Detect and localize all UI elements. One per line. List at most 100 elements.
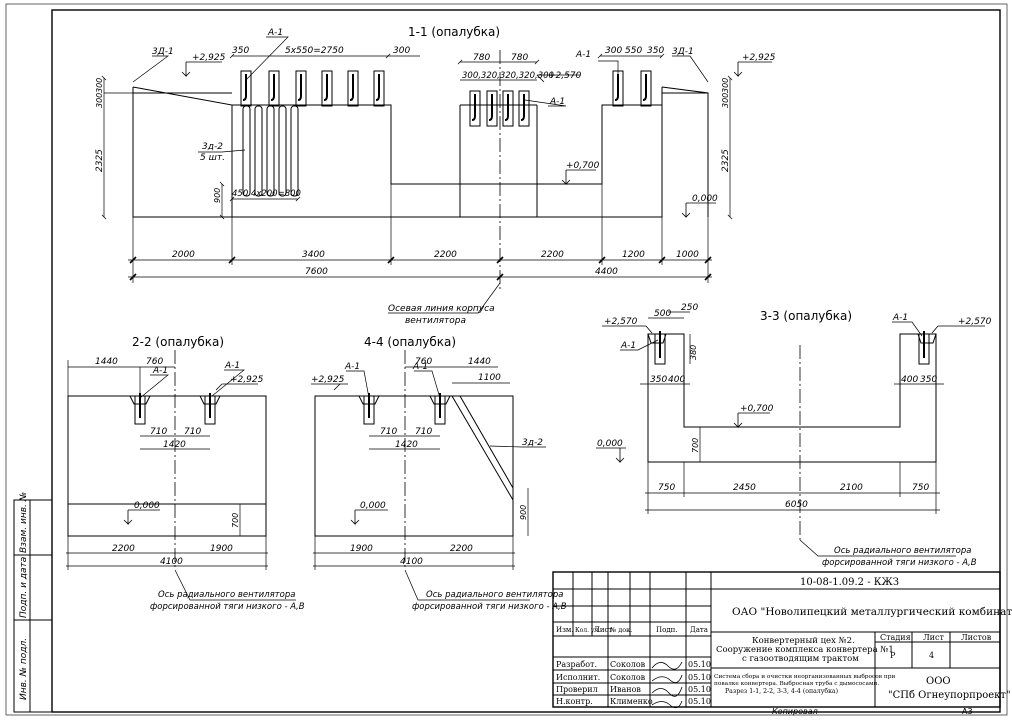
project-line2: Сооружение комплекса конвертера №1 [716, 645, 894, 655]
stage-header: Стадия [880, 633, 911, 642]
level-2925-left: +2,925 [192, 53, 226, 63]
dim-7600: 7600 [305, 267, 328, 277]
project-line1: Конвертерный цех №2. [752, 636, 855, 646]
level-0000: 0,000 [360, 501, 386, 511]
dim-250: 250 [681, 303, 698, 313]
axis-note-4-line1: Ось радиального вентилятора [426, 590, 563, 600]
dim-700: 700 [231, 513, 240, 528]
dim-4100: 4100 [400, 557, 423, 567]
dim-2000: 2000 [172, 250, 195, 260]
axis-note-line1: Осевая линия корпуса [388, 304, 495, 314]
dim-1900: 1900 [350, 544, 373, 554]
section-1-1-top-dims [229, 53, 665, 81]
level-2925: +2,925 [230, 375, 264, 385]
dim-760: 760 [146, 357, 163, 367]
dim-4400: 4400 [595, 267, 618, 277]
dim-1420: 1420 [163, 440, 186, 450]
col-header-date: Дата [690, 626, 708, 634]
label-a1-a: А-1 [344, 362, 360, 372]
level-0700: +0,700 [740, 404, 774, 414]
name-2: Соколов [610, 673, 646, 682]
dim-right-300a: 300 [721, 78, 730, 93]
dim-2200: 2200 [450, 544, 473, 554]
dim-2200-a: 2200 [434, 250, 457, 260]
signature-scribbles [651, 661, 683, 709]
axis-note-2-line1: Ось радиального вентилятора [158, 590, 295, 600]
section-1-1-bottom-dims [128, 184, 712, 283]
date-2: 05.10 [688, 673, 711, 682]
format-label: А3 [962, 707, 973, 716]
org-line2: "СПб Огнеупорпроект" [888, 690, 1011, 701]
dim-780-left: 780 [473, 53, 490, 63]
label-5-pcs: 5 шт. [200, 153, 225, 163]
level-0000: 0,000 [597, 439, 623, 449]
embedded-anchors-left [240, 70, 652, 127]
col-header-izm: Изм. [556, 626, 574, 634]
label-a1-l: А-1 [620, 341, 636, 351]
dim-1420: 1420 [395, 440, 418, 450]
list-header: Лист [923, 633, 944, 642]
section-2-2-anchors [139, 393, 211, 418]
dim-350-top: 350 [232, 46, 249, 56]
section-1-1-outline [132, 86, 709, 218]
org-line1: ООО [926, 676, 951, 687]
date-3: 05.10 [688, 685, 711, 694]
side-stamp-inv: Инв. № подл. [19, 638, 29, 700]
section-1-1: 1-1 (опалубка) [95, 25, 776, 326]
section-4-4-leaders [346, 370, 546, 601]
section-4-4-title: 4-4 (опалубка) [364, 335, 456, 349]
dim-350-r: 350 [920, 375, 937, 385]
label-3d2: 3д-2 [202, 142, 223, 152]
level-2925: +2,925 [311, 375, 345, 385]
dim-left-2325: 2325 [95, 149, 105, 172]
dim-350-right-top: 350 [647, 46, 664, 56]
level-2570-r: +2,570 [958, 317, 992, 327]
sheet-title-line2: повалке конвертера. Выбросная труба с ды… [714, 680, 879, 687]
dim-760: 760 [415, 357, 432, 367]
section-4-4-dims [313, 366, 529, 570]
section-3-3-levels [596, 325, 985, 463]
dim-1440: 1440 [468, 357, 491, 367]
dim-2100: 2100 [840, 483, 863, 493]
dim-710-a: 710 [380, 427, 397, 437]
label-3d1-right: 3Д-1 [672, 47, 694, 57]
dim-left-300a: 300 [95, 78, 104, 93]
dim-750-r: 750 [912, 483, 929, 493]
col-header-kol: Кол. уч. [575, 627, 600, 634]
axis-note-leader [388, 282, 501, 314]
name-4: Клименко [610, 697, 653, 706]
side-stamp [13, 499, 53, 713]
list-value: 4 [929, 651, 934, 660]
dim-710-a: 710 [150, 427, 167, 437]
section-2-2-leaders [139, 369, 296, 601]
dim-750-l: 750 [658, 483, 675, 493]
role-developed: Разработ. [556, 660, 597, 669]
date-4: 05.10 [688, 697, 711, 706]
doc-code: 10-08-1.09.2 - КЖЗ [800, 577, 899, 588]
dim-6050: 6050 [785, 500, 808, 510]
section-2-2: 2-2 (опалубка) 1440 760 710 710 1420 700… [66, 335, 305, 612]
dim-550-right-top: 550 [625, 46, 642, 56]
dim-5x550: 5x550=2750 [285, 46, 344, 56]
section-1-1-level-marks [181, 61, 772, 218]
dim-780-right: 780 [511, 53, 528, 63]
label-a1-center: А-1 [549, 97, 565, 107]
name-3: Иванов [610, 685, 641, 694]
dim-3400: 3400 [302, 250, 325, 260]
copied-label: Копировал [772, 707, 818, 716]
label-3d1-left: 3Д-1 [152, 47, 174, 57]
label-a1-b: А-1 [224, 361, 240, 371]
section-1-1-leaders [132, 36, 709, 153]
label-a1-right: А-1 [575, 50, 591, 60]
label-a1-b: А-1 [412, 362, 428, 372]
section-2-2-title: 2-2 (опалубка) [132, 335, 224, 349]
section-3-3: 3-3 (опалубка) 500 250 380 350 400 400 [596, 303, 992, 568]
dim-1440: 1440 [95, 357, 118, 367]
label-a1-left: А-1 [267, 28, 283, 38]
dim-380: 380 [689, 345, 698, 360]
dim-1000: 1000 [676, 250, 699, 260]
axis-note-4-line2: форсированной тяги низкого - А,В [412, 602, 567, 612]
pipes-3d-2 [242, 105, 299, 197]
level-2570: +2,570 [548, 71, 582, 81]
